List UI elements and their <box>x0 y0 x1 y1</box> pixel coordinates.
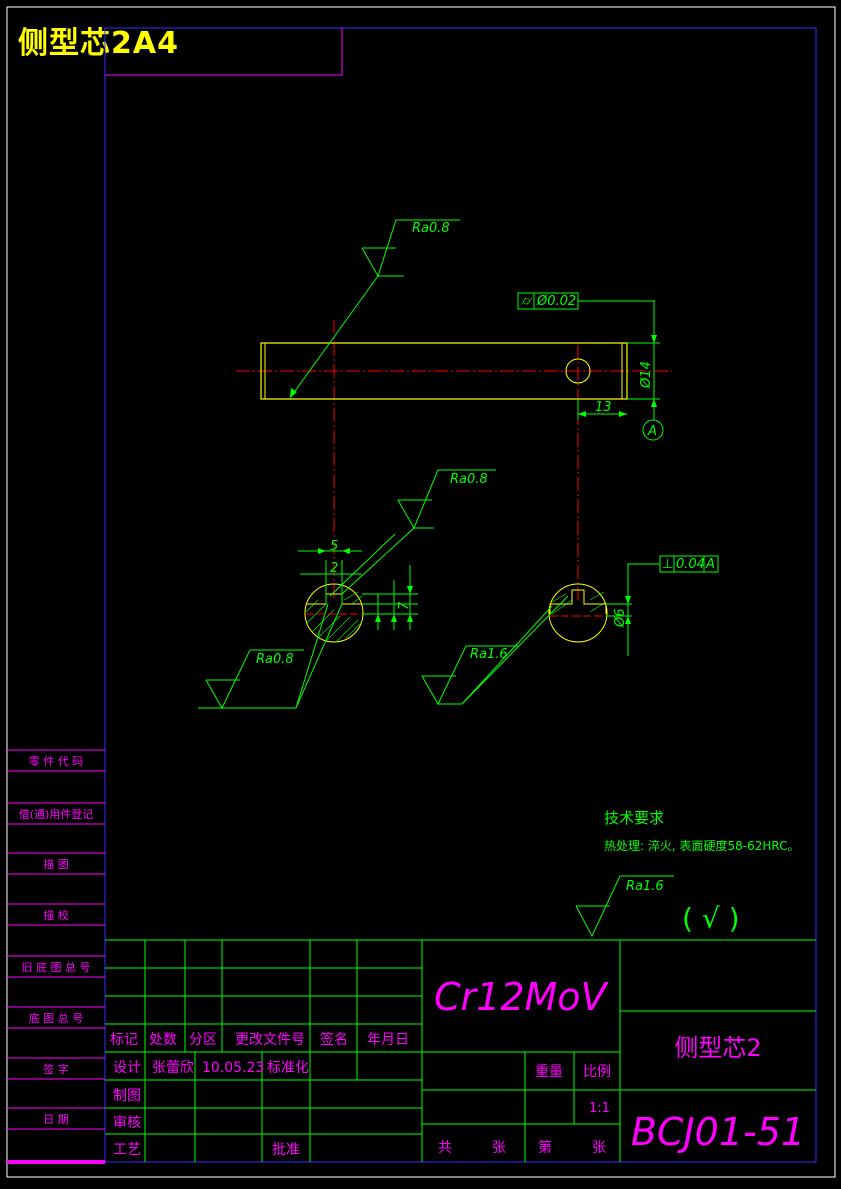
side-label-borrow: 借(通)用件登记 <box>19 807 94 821</box>
ra-top: Ra0.8 <box>412 221 450 236</box>
section-right: Ø6 ⊥ 0.04 A Ra1.6 <box>421 555 719 706</box>
perpendicularity-datum: A <box>705 557 715 572</box>
title-block <box>105 939 816 1162</box>
design-label: 设计 <box>113 1060 141 1076</box>
datum-a: A <box>647 424 657 439</box>
scale-label: 比例 <box>583 1064 611 1080</box>
tech-line1: 热处理: 淬火, 表面硬度58-62HRC。 <box>604 838 800 853</box>
ra-general: Ra1.6 <box>626 879 664 894</box>
dim-7: 7 <box>397 601 412 610</box>
dim-13: 13 <box>595 400 612 415</box>
perpendicularity-value: 0.04 <box>676 557 705 572</box>
side-label-trace-check: 描 校 <box>43 908 69 922</box>
sheets-label-2: 张 <box>592 1140 606 1156</box>
side-label-trace: 描 图 <box>43 857 69 871</box>
total-label: 共 <box>438 1140 452 1156</box>
flatness-value: Ø0.02 <box>536 294 576 309</box>
svg-text:⌭: ⌭ <box>521 294 533 309</box>
side-label-old-base: 旧 底 图 总 号 <box>22 960 91 974</box>
side-label-base: 底 图 总 号 <box>29 1011 84 1025</box>
drawing-label: 制图 <box>113 1088 141 1104</box>
tech-requirements: 技术要求 热处理: 淬火, 表面硬度58-62HRC。 Ra1.6 ( √ ) <box>575 809 800 938</box>
approve-label: 批准 <box>272 1142 300 1158</box>
header-zone: 分区 <box>189 1032 217 1048</box>
side-label-sign: 签 字 <box>43 1062 69 1076</box>
check-label: 审核 <box>113 1115 141 1131</box>
header-mark: 标记 <box>110 1032 138 1048</box>
title-block-text: Cr12MoV 侧型芯2 BCJ01-51 标记 处数 分区 更改文件号 签名 … <box>110 975 805 1158</box>
designer-name: 张蕾欣 <box>152 1060 194 1076</box>
header-count: 处数 <box>149 1032 177 1048</box>
side-column <box>7 749 105 1130</box>
design-date: 10.05.23 <box>202 1060 264 1076</box>
outer-frame <box>6 6 836 1178</box>
ra-left: Ra0.8 <box>256 652 294 667</box>
side-label-date: 日 期 <box>43 1113 69 1126</box>
header-signature: 签名 <box>320 1031 348 1048</box>
side-bottom-bar <box>7 1160 105 1164</box>
ra-mid: Ra0.8 <box>450 472 488 487</box>
material: Cr12MoV <box>434 975 610 1019</box>
part-name: 侧型芯2 <box>674 1034 761 1062</box>
process-label: 工艺 <box>113 1142 141 1158</box>
side-label-part-code: 零 件 代 码 <box>29 755 84 768</box>
dim-diameter-14: Ø14 <box>639 361 654 389</box>
tech-bracket: ( √ ) <box>682 902 740 935</box>
section-left: 5 2 7 Ra0.8 Ra0.8 <box>198 469 496 710</box>
tech-heading: 技术要求 <box>604 809 664 827</box>
drawing-title: 侧型芯2A4 <box>18 26 179 61</box>
standardization-label: 标准化 <box>267 1060 309 1076</box>
dim-diameter-6: Ø6 <box>613 608 628 628</box>
header-change-doc: 更改文件号 <box>235 1032 305 1048</box>
sheet-label: 第 <box>538 1139 552 1156</box>
sheets-label: 张 <box>492 1140 506 1156</box>
dim-5: 5 <box>330 539 338 554</box>
part-main-view: Ø14 ⌭ Ø0.02 A 13 Ra0.8 <box>236 219 672 600</box>
weight-label: 重量 <box>535 1064 563 1080</box>
ra-right: Ra1.6 <box>470 647 508 662</box>
svg-text:⊥: ⊥ <box>662 557 673 572</box>
dim-2: 2 <box>330 561 338 576</box>
scale-value: 1:1 <box>589 1101 610 1116</box>
title-corner-box <box>105 28 343 76</box>
header-date: 年月日 <box>367 1032 409 1048</box>
inner-frame <box>104 27 817 1163</box>
drawing-number: BCJ01-51 <box>631 1110 805 1154</box>
